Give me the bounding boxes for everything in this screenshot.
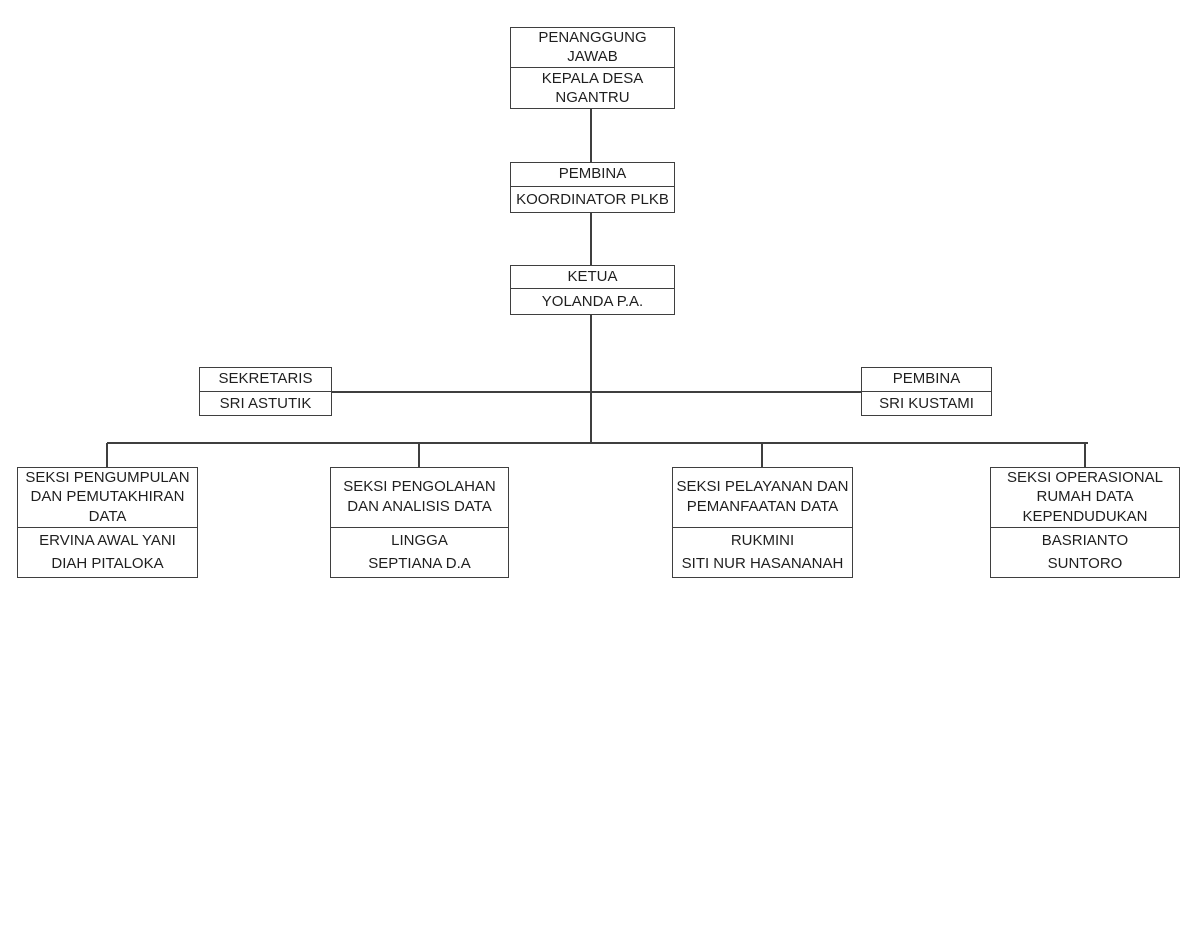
node-role-label: KETUA bbox=[567, 267, 618, 285]
node-person-name: KOORDINATOR PLKB bbox=[516, 190, 669, 208]
node-names-section: BASRIANTO SUNTORO bbox=[991, 528, 1179, 578]
node-role-section: SEKSI PENGUMPULAN DAN PEMUTAKHIRAN DATA bbox=[18, 468, 197, 528]
node-role-label: SEKRETARIS bbox=[218, 370, 313, 388]
node-role-label: PEMANFAATAN DATA bbox=[686, 498, 839, 516]
node-role-label: SEKSI OPERASIONAL bbox=[1007, 468, 1163, 486]
node-role-section: PEMBINA bbox=[511, 163, 674, 187]
node-role-label: KEPENDUDUKAN bbox=[1022, 508, 1148, 526]
connector-line bbox=[590, 109, 592, 162]
org-node-sekretaris: SEKRETARIS SRI ASTUTIK bbox=[199, 367, 332, 416]
connector-line bbox=[418, 443, 420, 467]
org-node-pembina-2: PEMBINA SRI KUSTAMI bbox=[861, 367, 992, 416]
node-names-section: SRI ASTUTIK bbox=[200, 392, 331, 416]
org-node-seksi-pengumpulan: SEKSI PENGUMPULAN DAN PEMUTAKHIRAN DATA ERV… bbox=[17, 467, 198, 578]
connector-line bbox=[107, 442, 1088, 444]
node-person-name: LINGGA bbox=[391, 531, 448, 549]
node-names-section: LINGGA SEPTIANA D.A bbox=[331, 528, 508, 578]
node-role-section: PENANGGUNG JAWAB bbox=[511, 28, 674, 68]
node-person-name: SUNTORO bbox=[1047, 555, 1123, 573]
node-person-name: NGANTRU bbox=[555, 88, 630, 106]
node-person-name: KEPALA DESA bbox=[541, 69, 644, 87]
connector-line bbox=[106, 443, 108, 467]
org-node-ketua: KETUA YOLANDA P.A. bbox=[510, 265, 675, 315]
node-role-label: SEKSI PELAYANAN DAN bbox=[676, 478, 849, 496]
node-role-section: SEKSI PENGOLAHAN DAN ANALISIS DATA bbox=[331, 468, 508, 528]
node-role-label: PENANGGUNG bbox=[538, 28, 647, 46]
node-role-label: SEKSI PENGUMPULAN bbox=[25, 468, 190, 486]
node-role-label: DATA bbox=[88, 508, 127, 526]
node-person-name: RUKMINI bbox=[730, 531, 795, 549]
node-role-label: DAN PEMUTAKHIRAN bbox=[30, 488, 185, 506]
node-role-section: PEMBINA bbox=[862, 368, 991, 392]
node-person-name: ERVINA AWAL YANI bbox=[39, 531, 176, 549]
node-person-name: BASRIANTO bbox=[1041, 531, 1129, 549]
node-person-name: SRI ASTUTIK bbox=[219, 394, 312, 412]
node-person-name: SRI KUSTAMI bbox=[879, 394, 974, 412]
connector-line bbox=[1084, 443, 1086, 467]
node-role-label: PEMBINA bbox=[558, 165, 627, 183]
node-role-label: JAWAB bbox=[567, 48, 618, 66]
node-role-label: PEMBINA bbox=[892, 370, 961, 388]
node-person-name: SITI NUR HASANANAH bbox=[681, 555, 844, 573]
org-node-seksi-pengolahan: SEKSI PENGOLAHAN DAN ANALISIS DATA LINGGA S… bbox=[330, 467, 509, 578]
node-role-label: DAN ANALISIS DATA bbox=[347, 498, 492, 516]
connector-line bbox=[332, 391, 863, 393]
node-names-section: KOORDINATOR PLKB bbox=[511, 187, 674, 213]
node-role-label: RUMAH DATA bbox=[1036, 488, 1134, 506]
connector-line bbox=[590, 213, 592, 265]
node-role-label: SEKSI PENGOLAHAN bbox=[343, 478, 496, 496]
node-role-section: SEKSI PELAYANAN DAN PEMANFAATAN DATA bbox=[673, 468, 852, 528]
org-node-pembina-koordinator: PEMBINA KOORDINATOR PLKB bbox=[510, 162, 675, 213]
org-node-seksi-operasional: SEKSI OPERASIONAL RUMAH DATA KEPENDUDUKAN B… bbox=[990, 467, 1180, 578]
node-names-section: RUKMINI SITI NUR HASANANAH bbox=[673, 528, 852, 578]
node-names-section: ERVINA AWAL YANI DIAH PITALOKA bbox=[18, 528, 197, 578]
node-names-section: YOLANDA P.A. bbox=[511, 289, 674, 315]
node-person-name: DIAH PITALOKA bbox=[51, 555, 164, 573]
node-person-name: YOLANDA P.A. bbox=[541, 292, 644, 310]
node-names-section: SRI KUSTAMI bbox=[862, 392, 991, 416]
org-node-seksi-pelayanan: SEKSI PELAYANAN DAN PEMANFAATAN DATA RUKMI… bbox=[672, 467, 853, 578]
node-role-section: SEKRETARIS bbox=[200, 368, 331, 392]
connector-line bbox=[590, 315, 592, 444]
connector-line bbox=[761, 443, 763, 467]
node-role-section: SEKSI OPERASIONAL RUMAH DATA KEPENDUDUKAN bbox=[991, 468, 1179, 528]
node-person-name: SEPTIANA D.A bbox=[368, 555, 471, 573]
node-role-section: KETUA bbox=[511, 266, 674, 289]
